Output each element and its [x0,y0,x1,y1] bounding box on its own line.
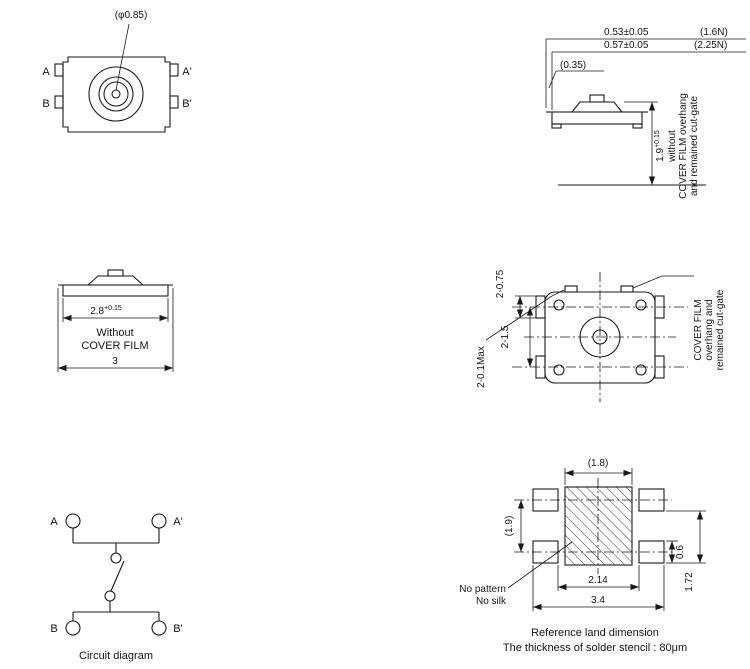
travel-1-value: 0.53±0.05 [604,27,649,38]
circuit-terminal-a-prime [151,513,167,529]
bottom-view: 2-0.75 2-1.5 2-0.1Max COVER FILM overhan… [476,269,726,402]
switch-arm [110,560,125,592]
terminal-b-tab [54,95,64,109]
circuit-label-b: B [50,623,57,635]
outer-span-value: 3.4 [591,595,605,606]
without-label: Without [96,327,133,339]
gate-max-dimension: 2-0.1Max [476,289,565,388]
land-width-value: (1.8) [588,458,609,469]
outer-span-dimension: 3.4 [532,565,665,611]
force-2-value: (2.25N) [694,40,727,51]
terminal-b-prime-tab [169,95,179,109]
cover-film-note-line1: COVER FILM [693,299,704,360]
hole-diameter-label: (φ0.85) [115,10,148,21]
cover-film-note-line3: remained cut-gate [715,289,726,370]
force-1-value: (1.6N) [700,27,728,38]
profile-view: 2.8+0.15 Without COVER FILM 3 [57,269,174,372]
terminal-a-tab [54,63,64,77]
circuit-caption: Circuit diagram [79,650,153,662]
terminal-a-prime-label: A' [182,66,191,78]
offset-dimension: 1.72 [666,510,706,592]
side-profile-body [546,94,648,129]
no-pattern-label: No pattern [459,584,506,595]
height-note-line2: COVER FILM overhang [678,93,689,199]
side-view: 0.53±0.05 (1.6N) 0.57±0.05 (2.25N) (0.35… [545,27,746,199]
travel-2-value: 0.57±0.05 [604,40,649,51]
width-no-film-value: 2.8+0.15 [90,305,122,317]
land-height-dimension: (1.9) [504,500,525,552]
circuit-terminal-a [65,513,81,529]
circuit-label-b-prime: B' [173,623,182,635]
terminal-a-label: A [42,66,50,78]
width-total-value: 3 [112,356,118,367]
fixed-contact [110,552,122,564]
land-height-value: (1.9) [504,516,515,537]
travel-dimensions: 0.53±0.05 (1.6N) 0.57±0.05 (2.25N) [545,27,746,110]
terminal-b-prime-label: B' [182,98,191,110]
gate-max-value: 2-0.1Max [476,346,487,388]
terminal-width-value: 2-0.75 [495,269,506,298]
no-pattern-note: No pattern No silk [459,541,573,607]
cover-film-label: COVER FILM [81,340,148,352]
land-caption-line2: The thickness of solder stencil : 80μm [503,642,687,654]
actuator-circles [88,66,144,122]
movable-contact [104,590,116,602]
height-note-line3: and remained cut-gate [689,96,700,197]
circuit-terminal-b [65,620,81,636]
width-no-film-dimension: 2.8+0.15 Without COVER FILM [62,298,169,352]
pad-height-value: 0.6 [675,545,686,559]
gate-dim-value: (0.35) [560,60,586,71]
circuit-terminal-b-prime [151,620,167,636]
profile-body [58,269,173,297]
circuit-label-a: A [50,516,58,528]
cover-film-note: COVER FILM overhang and remained cut-gat… [632,275,726,370]
top-view: (φ0.85) A B A' B' [42,10,192,133]
offset-value: 1.72 [684,572,695,592]
terminal-b-label: B [42,98,49,110]
inner-span-value: 2.14 [588,575,608,586]
gate-dimension: (0.35) [548,60,604,89]
cut-gate-tab-left [564,285,578,293]
hole-leader-line [115,23,130,91]
height-value: 1.9+0.15 [654,130,666,162]
switch-body-outline [62,56,171,133]
height-note-line1: without [667,130,678,163]
inner-span-dimension: 2.14 [557,565,640,591]
circuit-label-a-prime: A' [173,516,182,528]
land-width-dimension: (1.8) [564,458,633,485]
height-dimension: 1.9+0.15 without COVER FILM overhang and… [558,93,706,199]
circuit-diagram: A A' B B' Circuit diagram [50,513,183,662]
no-pattern-area [564,486,633,566]
terminal-a-prime-tab [169,63,179,77]
cover-film-note-line2: overhang and [704,299,715,360]
no-silk-label: No silk [476,596,507,607]
terminal-pitch-value: 2-1.5 [500,325,511,348]
bottom-centerlines [512,272,688,402]
circuit-wires [72,528,160,621]
width-total-dimension: 3 [57,288,174,372]
land-pattern: (1.8) (1.9) 2.14 3.4 0.6 1.72 [459,458,706,654]
land-centerlines [514,478,672,574]
land-caption-line1: Reference land dimension [531,627,659,639]
pad-height-dimension: 0.6 [666,540,686,564]
cut-gate-tab-right [620,285,634,293]
terminal-pitch-dimension: 2-1.5 [500,307,534,367]
